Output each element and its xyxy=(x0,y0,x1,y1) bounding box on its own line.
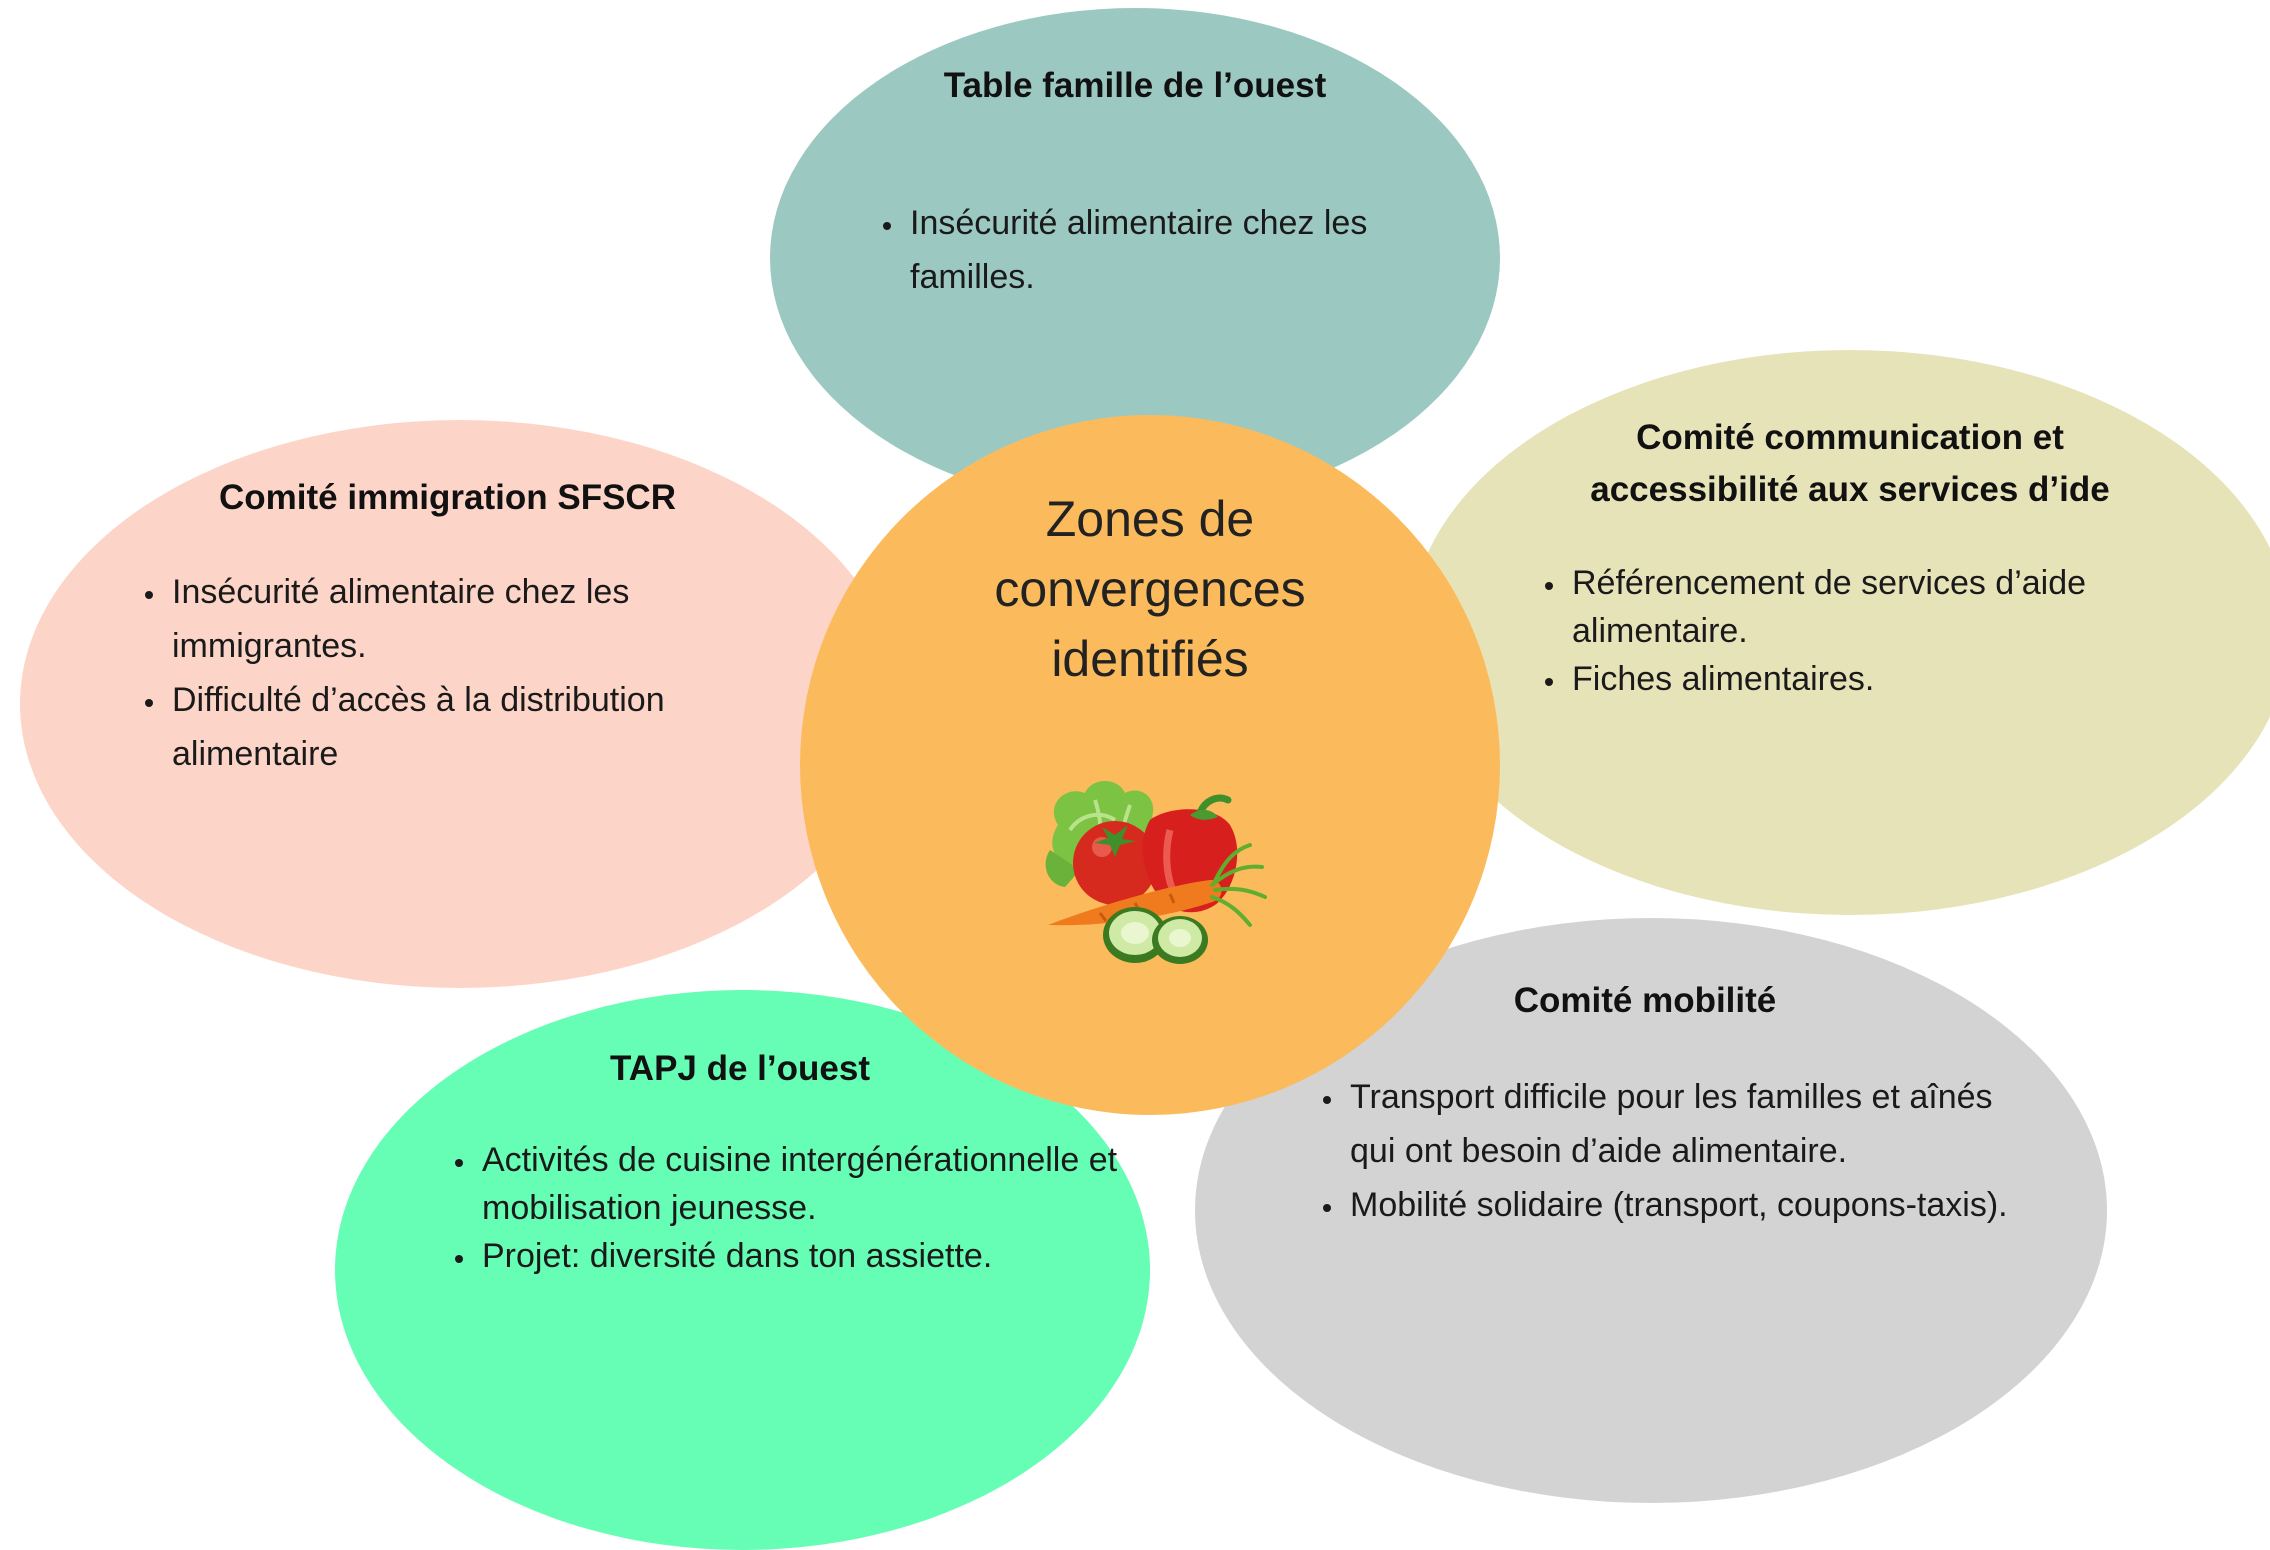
comite-mobilite-list: Transport difficile pour les familles et… xyxy=(1298,1070,2036,1232)
tomato-icon xyxy=(1073,821,1157,905)
comite-immigration-ellipse xyxy=(20,420,900,988)
table-famille-title: Table famille de l’ouest xyxy=(943,66,1327,105)
tapj-list: Activités de cuisine intergénérationnell… xyxy=(430,1136,1118,1280)
table-famille-item-1: Insécurité alimentaire chez les familles… xyxy=(906,196,1466,304)
comite-mobilite-title: Comité mobilité xyxy=(1513,981,1777,1020)
table-famille-list: Insécurité alimentaire chez les familles… xyxy=(858,196,1466,304)
tapj-item-1: Activités de cuisine intergénérationnell… xyxy=(478,1136,1118,1232)
carrot-icon xyxy=(1048,843,1267,927)
center-title: Zones de convergences identifiés xyxy=(994,491,1306,687)
comite-communication-item-1: Référencement de services d’aide aliment… xyxy=(1568,559,2188,655)
tapj-title: TAPJ de l’ouest xyxy=(610,1049,870,1088)
cucumber-icon xyxy=(1103,907,1208,964)
comite-immigration-item-2: Difficulté d’accès à la distribution ali… xyxy=(168,673,798,781)
comite-communication-title: Comité communication et accessibilité au… xyxy=(1590,418,2110,509)
comite-communication-ellipse xyxy=(1410,350,2270,915)
comite-immigration-item-1: Insécurité alimentaire chez les immigran… xyxy=(168,565,798,673)
center-circle xyxy=(800,415,1500,1115)
comite-mobilite-item-2: Mobilité solidaire (transport, coupons-t… xyxy=(1346,1178,2036,1232)
comite-immigration-list: Insécurité alimentaire chez les immigran… xyxy=(120,565,798,781)
comite-immigration-title: Comité immigration SFSCR xyxy=(219,478,676,517)
comite-communication-item-2: Fiches alimentaires. xyxy=(1568,655,2188,703)
comite-communication-list: Référencement de services d’aide aliment… xyxy=(1520,559,2188,703)
vegetables-icon xyxy=(1045,781,1267,964)
comite-mobilite-item-1: Transport difficile pour les familles et… xyxy=(1346,1070,2036,1178)
tapj-item-2: Projet: diversité dans ton assiette. xyxy=(478,1232,1118,1280)
